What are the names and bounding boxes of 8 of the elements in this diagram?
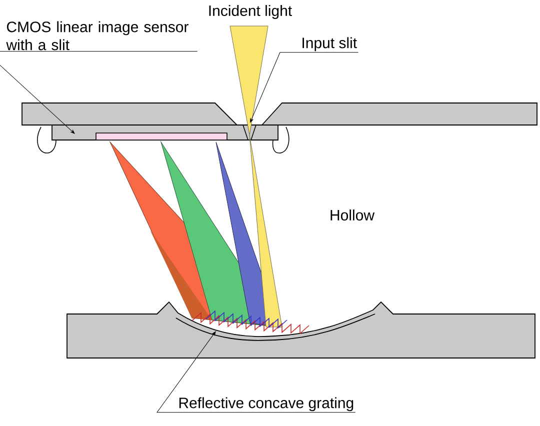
callout-text: CMOS linear image sensor with a slit bbox=[6, 21, 188, 50]
label-text: Incident light bbox=[209, 5, 292, 19]
label-text: Hollow bbox=[330, 210, 375, 220]
callout-text: Input slit bbox=[302, 37, 357, 52]
leader-line bbox=[0, 51, 198, 134]
callout-text: Reflective concave grating bbox=[179, 397, 354, 412]
leader-line bbox=[250, 52, 359, 123]
leader-line bbox=[156, 331, 356, 413]
